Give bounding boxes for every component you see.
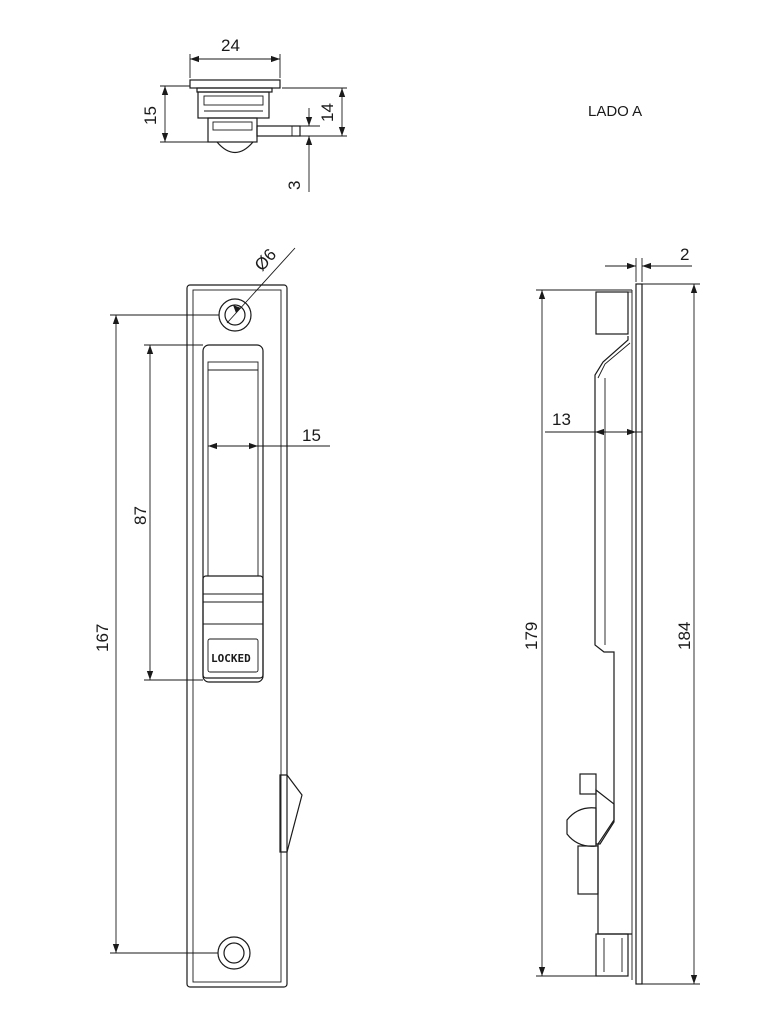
dim-top-width: 24 [221, 36, 240, 55]
dim-hole-diameter: Ø6 [251, 245, 280, 275]
dim-handle-length: 87 [131, 506, 150, 525]
side-view: 2 13 179 184 [522, 245, 700, 985]
dim-top-height: 15 [141, 106, 160, 125]
view-title: LADO A [588, 103, 642, 120]
dim-total-length: 184 [675, 622, 694, 650]
dim-body-length: 179 [522, 622, 541, 650]
top-view: 24 15 14 3 [141, 36, 347, 192]
dim-depth: 13 [552, 410, 571, 429]
dim-flange: 2 [680, 245, 689, 264]
dim-top-depth: 14 [318, 103, 337, 122]
dim-hole-spacing: 167 [93, 624, 112, 652]
front-view: LOCKED Ø6 15 87 167 [93, 245, 330, 988]
dim-handle-width: 15 [302, 426, 321, 445]
locked-label: LOCKED [211, 652, 251, 665]
dim-top-offset: 3 [285, 181, 304, 190]
